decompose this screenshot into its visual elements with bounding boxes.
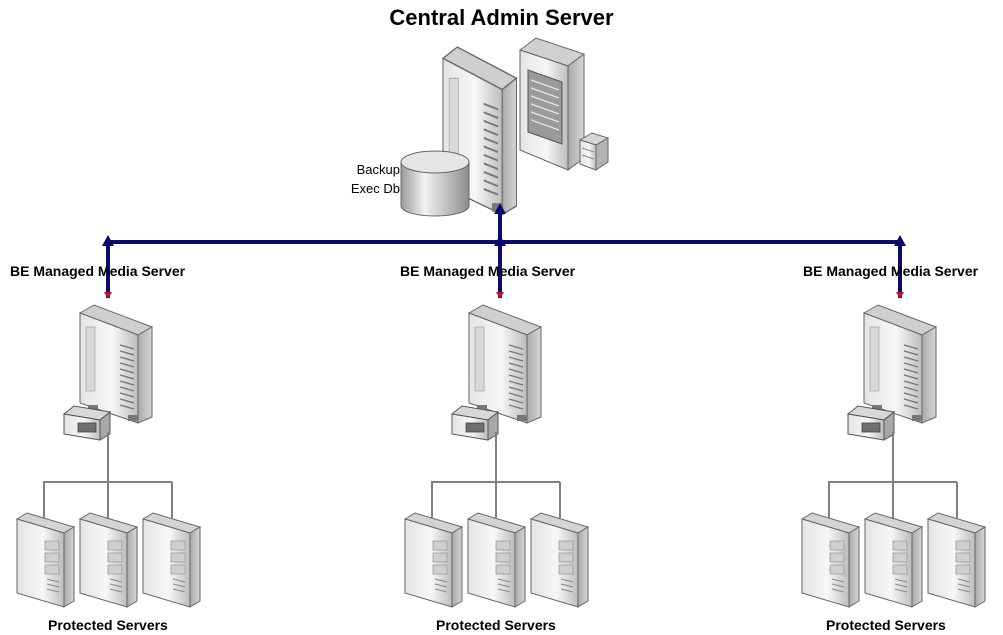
storage-stack-icon [578,132,610,171]
protected-server-icon [142,512,201,608]
database-label-line-1: Backup [356,162,400,177]
protected-servers-label-1: Protected Servers [48,617,168,633]
protected-server-icon [404,512,463,608]
media-server-3 [847,304,937,441]
server-tower-icon [863,304,937,424]
server-tower-icon [468,304,542,424]
central-admin-group [400,37,610,217]
protected-group-2 [404,512,589,608]
media-server-label-1: BE Managed Media Server [10,263,186,279]
diagram-title: Central Admin Server [389,5,614,30]
protected-servers-label-2: Protected Servers [436,617,556,633]
tape-drive-icon [451,405,499,441]
media-server-label-2: BE Managed Media Server [400,263,576,279]
media-server-label-3: BE Managed Media Server [803,263,979,279]
database-cylinder-icon [400,150,470,217]
protected-group-3 [801,512,986,608]
media-server-1 [63,304,153,441]
protected-server-icon [16,512,75,608]
server-tower-icon [79,304,153,424]
server-rack-icon [518,37,586,171]
protected-group-1 [16,512,201,608]
tape-drive-icon [847,405,895,441]
protected-server-icon [467,512,526,608]
connectors [43,432,958,518]
database-label-line-2: Exec Db [350,181,400,196]
network-backbone [106,212,902,298]
database-label: Backup Exec Db [330,160,400,198]
media-server-2 [451,304,542,441]
tape-drive-icon [63,405,111,441]
protected-server-icon [864,512,923,608]
protected-servers-label-3: Protected Servers [826,617,946,633]
red-arrowheads [104,292,904,299]
protected-server-icon [927,512,986,608]
protected-server-icon [801,512,860,608]
protected-server-icon [530,512,589,608]
protected-server-icon [79,512,138,608]
backbone-arrowheads [102,203,906,246]
